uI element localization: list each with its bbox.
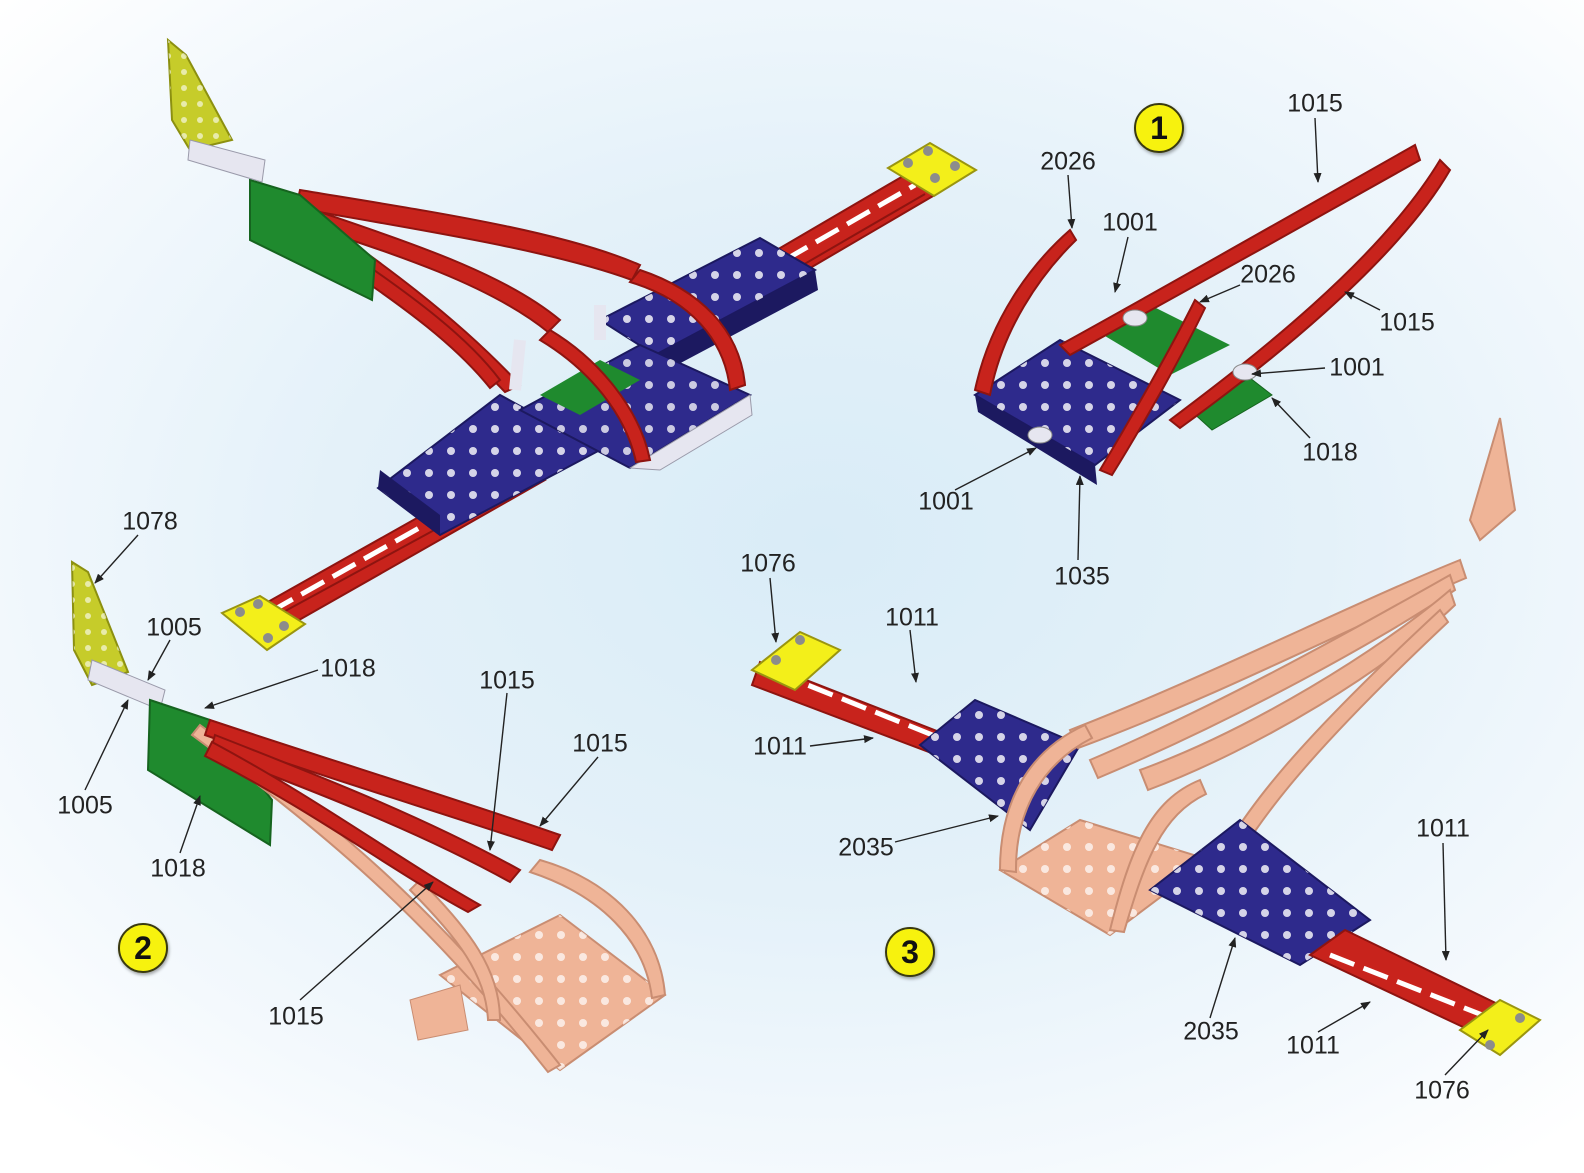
part-label-1018: 1018: [1302, 438, 1358, 467]
part-label-2035: 2035: [1183, 1017, 1239, 1046]
part-label-1018: 1018: [320, 654, 376, 683]
part-label-1001: 1001: [1102, 208, 1158, 237]
cockpit-base: [517, 343, 753, 471]
part-label-1015: 1015: [572, 729, 628, 758]
step-badge-1: 1: [1134, 103, 1184, 153]
part-label-1015: 1015: [479, 666, 535, 695]
part-label-1011: 1011: [1286, 1031, 1340, 1060]
step-badge-2: 2: [118, 923, 168, 973]
blue-wing-plate-right: [597, 236, 818, 375]
part-label-1001: 1001: [918, 487, 974, 516]
step3-assembly: [750, 417, 1542, 1057]
step2-tail-fin: [70, 560, 166, 711]
part-label-1018: 1018: [150, 854, 206, 883]
part-label-1078: 1078: [122, 507, 178, 536]
tail-green-plate: [249, 178, 377, 302]
step3-blue-plate-right: [1148, 818, 1372, 967]
step1-strips: [973, 143, 1452, 477]
part-label-1015: 1015: [268, 1002, 324, 1031]
part-label-2035: 2035: [838, 833, 894, 862]
step2-tail-green: [146, 698, 274, 847]
part-label-2026: 2026: [1240, 260, 1296, 289]
step2-assembly: [70, 560, 667, 1074]
step3-tip-plate-right: [1458, 998, 1542, 1057]
step2-red-strips: [203, 718, 562, 914]
leader-lines: [84, 117, 1489, 1076]
part-label-1005: 1005: [146, 613, 202, 642]
part-label-1035: 1035: [1054, 562, 1110, 591]
part-label-1015: 1015: [1379, 308, 1435, 337]
part-label-1005: 1005: [57, 791, 113, 820]
part-label-1076: 1076: [740, 549, 796, 578]
part-label-1076: 1076: [1414, 1076, 1470, 1105]
step-badge-3: 3: [885, 927, 935, 977]
step3-blue-plate-left: [918, 698, 1082, 832]
part-label-1011: 1011: [1416, 814, 1470, 843]
part-label-1001: 1001: [1329, 353, 1385, 382]
wing-tip-plate-upper: [886, 141, 978, 198]
part-label-1011: 1011: [885, 603, 939, 632]
step1-assembly: [973, 143, 1452, 485]
tail-fin: [166, 37, 266, 183]
part-label-2026: 2026: [1040, 147, 1096, 176]
wing-tip-plate-lower: [220, 594, 307, 652]
part-label-1011: 1011: [753, 732, 807, 761]
part-label-1015: 1015: [1287, 89, 1343, 118]
airplane-assembled: [166, 37, 978, 652]
step3-tip-plate-left: [750, 630, 842, 692]
